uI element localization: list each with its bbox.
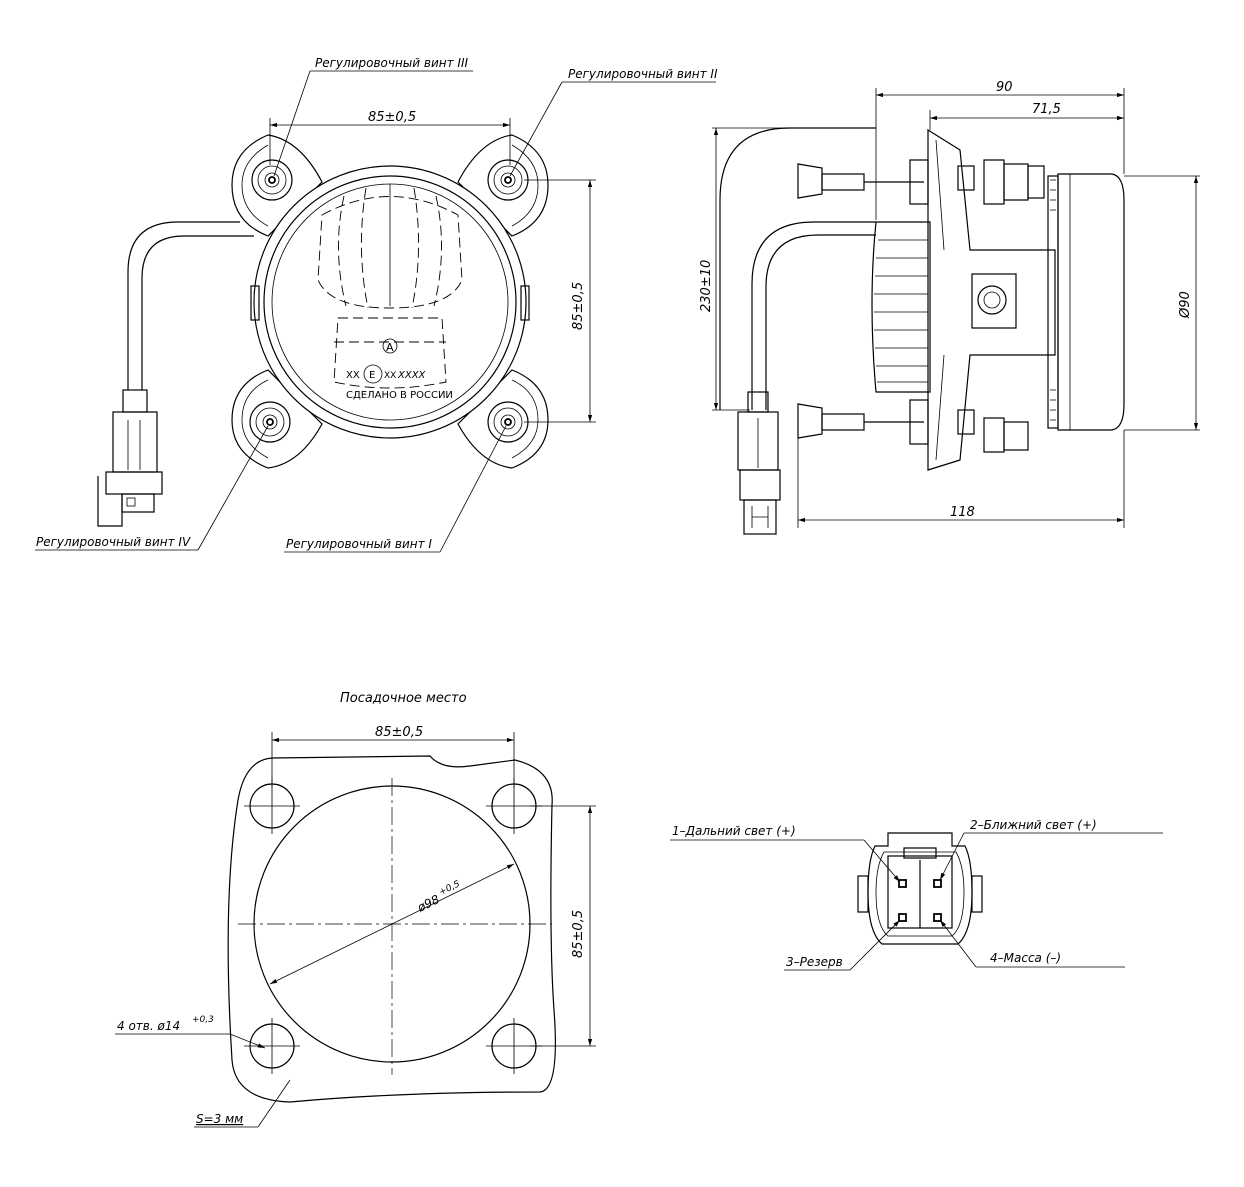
connector-view: 1–Дальний свет (+) 2–Ближний свет (+) 3–… xyxy=(670,818,1163,971)
marking-e: E xyxy=(369,370,375,381)
label-screw-4: Регулировочный винт IV xyxy=(36,535,191,549)
screw-2 xyxy=(487,159,529,201)
mounting-dim-diameter-tol: +0,5 xyxy=(438,879,462,898)
marking-right: XXXX xyxy=(397,370,427,381)
label-screw-1: Регулировочный винт I xyxy=(286,537,432,551)
front-dim-right: 85±0,5 xyxy=(571,282,586,330)
mounting-dimensions: 85±0,5 85±0,5 ø98 +0,5 4 отв. ø14 +0,3 S… xyxy=(115,725,596,1128)
label-screw-3: Регулировочный винт III xyxy=(315,56,468,70)
side-view: 90 71,5 230±10 Ø90 118 xyxy=(699,80,1200,535)
mounting-holes-label: 4 отв. ø14 xyxy=(117,1019,180,1033)
mounting-title: Посадочное место xyxy=(340,691,467,706)
screw-4 xyxy=(249,401,291,443)
marking-left: XX xyxy=(346,370,360,381)
front-connector-plug xyxy=(97,389,163,527)
mounting-dim-diameter: ø98 xyxy=(414,892,442,915)
front-lens xyxy=(317,184,463,389)
marking-made-in: СДЕЛАНО В РОССИИ xyxy=(346,390,453,401)
side-dim-90: 90 xyxy=(996,80,1013,95)
mounting-thickness: S=3 мм xyxy=(196,1112,243,1126)
screw-1 xyxy=(487,401,529,443)
mounting-bolt-holes xyxy=(244,778,542,1074)
mounting-plate xyxy=(227,755,556,1103)
side-dim-118: 118 xyxy=(950,505,975,520)
label-screw-2: Регулировочный винт II xyxy=(568,67,718,81)
pin-3-label: 3–Резерв xyxy=(786,955,843,969)
marking-e-num: XX xyxy=(384,371,396,381)
side-knob xyxy=(971,273,1017,329)
front-dimensions: 85±0,5 85±0,5 xyxy=(269,110,596,423)
pin-2-label: 2–Ближний свет (+) xyxy=(970,818,1097,832)
mounting-view: Посадочное место 85±0,5 85±0,5 xyxy=(115,691,596,1128)
side-dim-cable: 230±10 xyxy=(699,260,714,312)
connector-body xyxy=(857,832,983,945)
side-flange xyxy=(927,128,1056,471)
mounting-dim-right: 85±0,5 xyxy=(571,910,586,958)
front-view: A XX E XX XXXX СДЕЛАНО В РОССИИ xyxy=(35,56,718,553)
side-heatsink xyxy=(871,221,931,393)
front-markings: A XX E XX XXXX СДЕЛАНО В РОССИИ xyxy=(346,338,453,401)
side-dimensions: 90 71,5 230±10 Ø90 118 xyxy=(699,80,1200,528)
side-adjust-screw xyxy=(983,159,1045,453)
side-dim-diameter: Ø90 xyxy=(1178,291,1193,319)
pin-1-label: 1–Дальний свет (+) xyxy=(672,824,796,838)
connector-leaders: 1–Дальний свет (+) 2–Ближний свет (+) 3–… xyxy=(670,818,1163,971)
marking-symbol: A xyxy=(386,341,394,354)
front-mounting-ears xyxy=(231,134,549,469)
front-cable xyxy=(127,221,254,390)
mounting-holes-tol: +0,3 xyxy=(192,1015,214,1025)
mounting-main-hole xyxy=(238,778,552,1075)
side-connector-plug xyxy=(737,391,781,535)
side-lens xyxy=(1047,173,1125,431)
side-dim-71-5: 71,5 xyxy=(1032,102,1061,117)
mounting-dim-top: 85±0,5 xyxy=(375,725,423,740)
screw-3 xyxy=(251,159,293,201)
side-bolts xyxy=(797,159,929,445)
front-leaders: Регулировочный винт III Регулировочный в… xyxy=(35,56,718,553)
front-dim-top: 85±0,5 xyxy=(368,110,416,125)
pin-4-label: 4–Масса (–) xyxy=(990,951,1061,965)
